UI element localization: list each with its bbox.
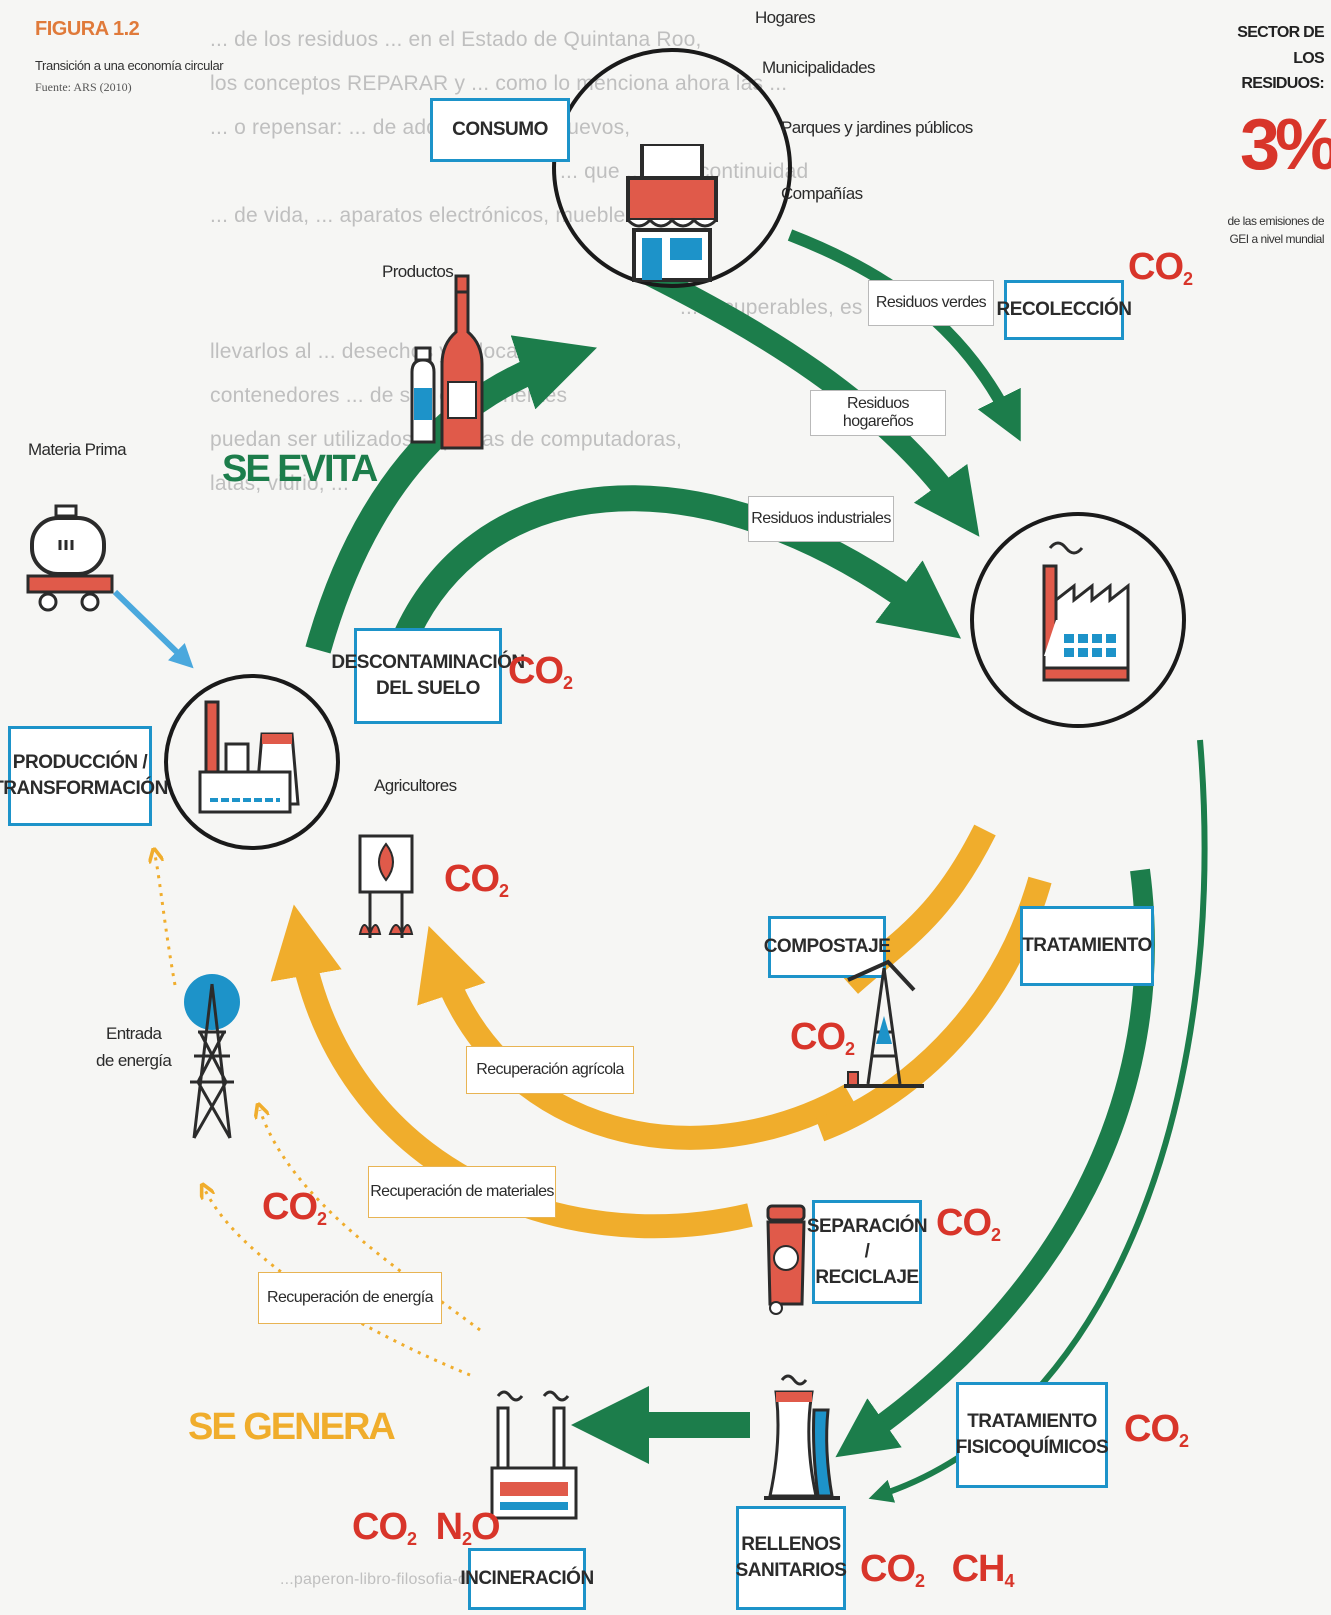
tag-recuperacion-energia: Recuperación de energía	[258, 1272, 442, 1324]
stage-descontaminacion-line1: DESCONTAMINACIÓN	[331, 652, 525, 674]
tag-residuos-hogarenos: Residuos hogareños	[810, 390, 946, 436]
arrow-production-to-consumption	[305, 335, 597, 654]
emission-co2-recoleccion: CO2	[1128, 246, 1193, 289]
label-entrada-energia: Entrada de energía	[96, 1020, 172, 1074]
stage-recoleccion: RECOLECCIÓN	[997, 280, 1132, 340]
sector-note-line1: de las emisiones de	[1227, 214, 1324, 228]
label-agricultores: Agricultores	[374, 776, 457, 795]
figure-title: Transición a una economía circular	[35, 58, 224, 73]
sector-title-line2: RESIDUOS:	[1241, 75, 1324, 93]
stage-rellenos-line2: SANITARIOS	[735, 1560, 847, 1581]
circle-consumo	[552, 48, 792, 288]
stage-produccion-line2: TRANSFORMACIÓN	[0, 778, 168, 799]
stage-tratamiento: TRATAMIENTO	[1020, 906, 1154, 986]
pumpjack-icon	[844, 959, 924, 1088]
stage-descontaminacion: DESCONTAMINACIÓN DEL SUELO	[331, 628, 525, 724]
emission-co2-separacion: CO2	[936, 1202, 1001, 1245]
ghost-line: ... de vida, ... aparatos electrónicos, …	[210, 204, 643, 227]
recycle-bin-icon	[766, 1204, 806, 1315]
stage-rellenos: RELLENOS SANITARIOS	[735, 1506, 847, 1610]
emission-co2-n2o-incineracion: CO2 N2O	[352, 1506, 501, 1549]
ghost-line: los conceptos REPARAR y ... como lo menc…	[210, 72, 788, 95]
tag-recuperacion-materiales: Recuperación de materiales	[368, 1166, 556, 1218]
factory-icon	[1042, 541, 1130, 682]
stage-compostaje: COMPOSTAJE	[764, 916, 891, 978]
cooling-tower-icon	[764, 1374, 840, 1500]
bottles-icon	[410, 274, 484, 450]
stage-consumo: CONSUMO	[430, 98, 570, 162]
stage-fisico-line1: TRATAMIENTO	[967, 1411, 1097, 1433]
emission-co2-fisicoquimicos: CO2	[1124, 1408, 1189, 1451]
circle-produccion	[164, 674, 340, 850]
shop-icon	[626, 144, 718, 282]
sector-percent: 3%	[1240, 105, 1331, 185]
arrow-entrada-energia	[155, 855, 177, 986]
arrow-inner-avoided	[387, 485, 962, 655]
label-entrada-line2: de energía	[96, 1051, 172, 1071]
emission-co2-energia: CO2	[262, 1186, 327, 1229]
sector-note-line2: GEI a nivel mundial	[1229, 232, 1324, 246]
tag-recuperacion-agricola: Recuperación agrícola	[466, 1046, 634, 1094]
stage-separacion-line1: SEPARACIÓN	[806, 1215, 928, 1237]
stage-rellenos-line1: RELLENOS	[741, 1534, 841, 1556]
label-materia-prima: Materia Prima	[28, 440, 127, 459]
heading-se-genera: SE GENERA	[188, 1406, 396, 1448]
stage-separacion: SEPARACIÓN / RECICLAJE	[807, 1200, 928, 1304]
emission-co2-agricultores: CO2	[444, 858, 509, 901]
ghost-line: ... de los residuos ... en el Estado de …	[210, 28, 702, 51]
heading-se-evita: SE EVITA	[222, 448, 378, 490]
stage-fisico-line2: FISICOQUÍMICOS	[955, 1437, 1109, 1458]
circle-recoleccion	[970, 512, 1186, 728]
ghost-line: latas, vidrio, ...	[210, 472, 349, 495]
sector-title-line1: SECTOR DE LOS	[1237, 24, 1324, 67]
label-productos: Productos	[382, 262, 454, 281]
stage-produccion-line1: PRODUCCIÓN /	[12, 752, 148, 774]
arrow-consumption-to-collection	[635, 260, 980, 537]
stage-incineracion: INCINERACIÓN	[460, 1548, 594, 1610]
figure-number: FIGURA 1.2	[35, 18, 140, 40]
arrow-recuperacion-agricola	[417, 925, 856, 1150]
arrow-energia-2	[260, 1110, 481, 1332]
emission-co2-ch4-rellenos: CO2 CH4	[860, 1548, 1014, 1591]
tag-residuos-verdes: Residuos verdes	[868, 280, 994, 326]
emission-co2-compostaje: CO2	[790, 1016, 855, 1059]
ghost-line: llevarlos al ... desechos y colocarlos e…	[210, 340, 583, 363]
tag-residuos-industriales: Residuos industriales	[748, 496, 894, 542]
power-pylon-icon	[184, 974, 240, 1139]
sector-note: de las emisiones de GEI a nivel mundial	[1210, 212, 1324, 248]
stage-produccion: PRODUCCIÓN / TRANSFORMACIÓN	[0, 726, 168, 826]
power-plant-icon	[198, 700, 300, 814]
label-entrada-line1: Entrada	[105, 1024, 162, 1043]
sector-title: SECTOR DE LOS RESIDUOS:	[1208, 20, 1324, 97]
stage-fisicoquimicos: TRATAMIENTO FISICOQUÍMICOS	[955, 1382, 1109, 1488]
stage-separacion-line2: / RECICLAJE	[815, 1241, 919, 1288]
ghost-footer: ...paperon-libro-filosofia-de-vida/	[280, 1571, 517, 1588]
consumer-hogares: Hogares	[755, 8, 816, 27]
consumer-municipalidades: Municipalidades	[762, 58, 876, 77]
consumer-companias: Compañías	[781, 184, 863, 203]
arrow-materia-prima	[112, 589, 194, 669]
stage-descontaminacion-line2: DEL SUELO	[376, 678, 480, 699]
figure-source: Fuente: ARS (2010)	[35, 80, 132, 94]
emission-co2-descontaminacion: CO2	[508, 650, 573, 693]
agriculture-sign-icon	[358, 834, 414, 938]
incinerator-icon	[490, 1390, 578, 1520]
consumer-parques: Parques y jardines públicos	[781, 118, 973, 137]
tank-car-icon	[26, 504, 114, 612]
